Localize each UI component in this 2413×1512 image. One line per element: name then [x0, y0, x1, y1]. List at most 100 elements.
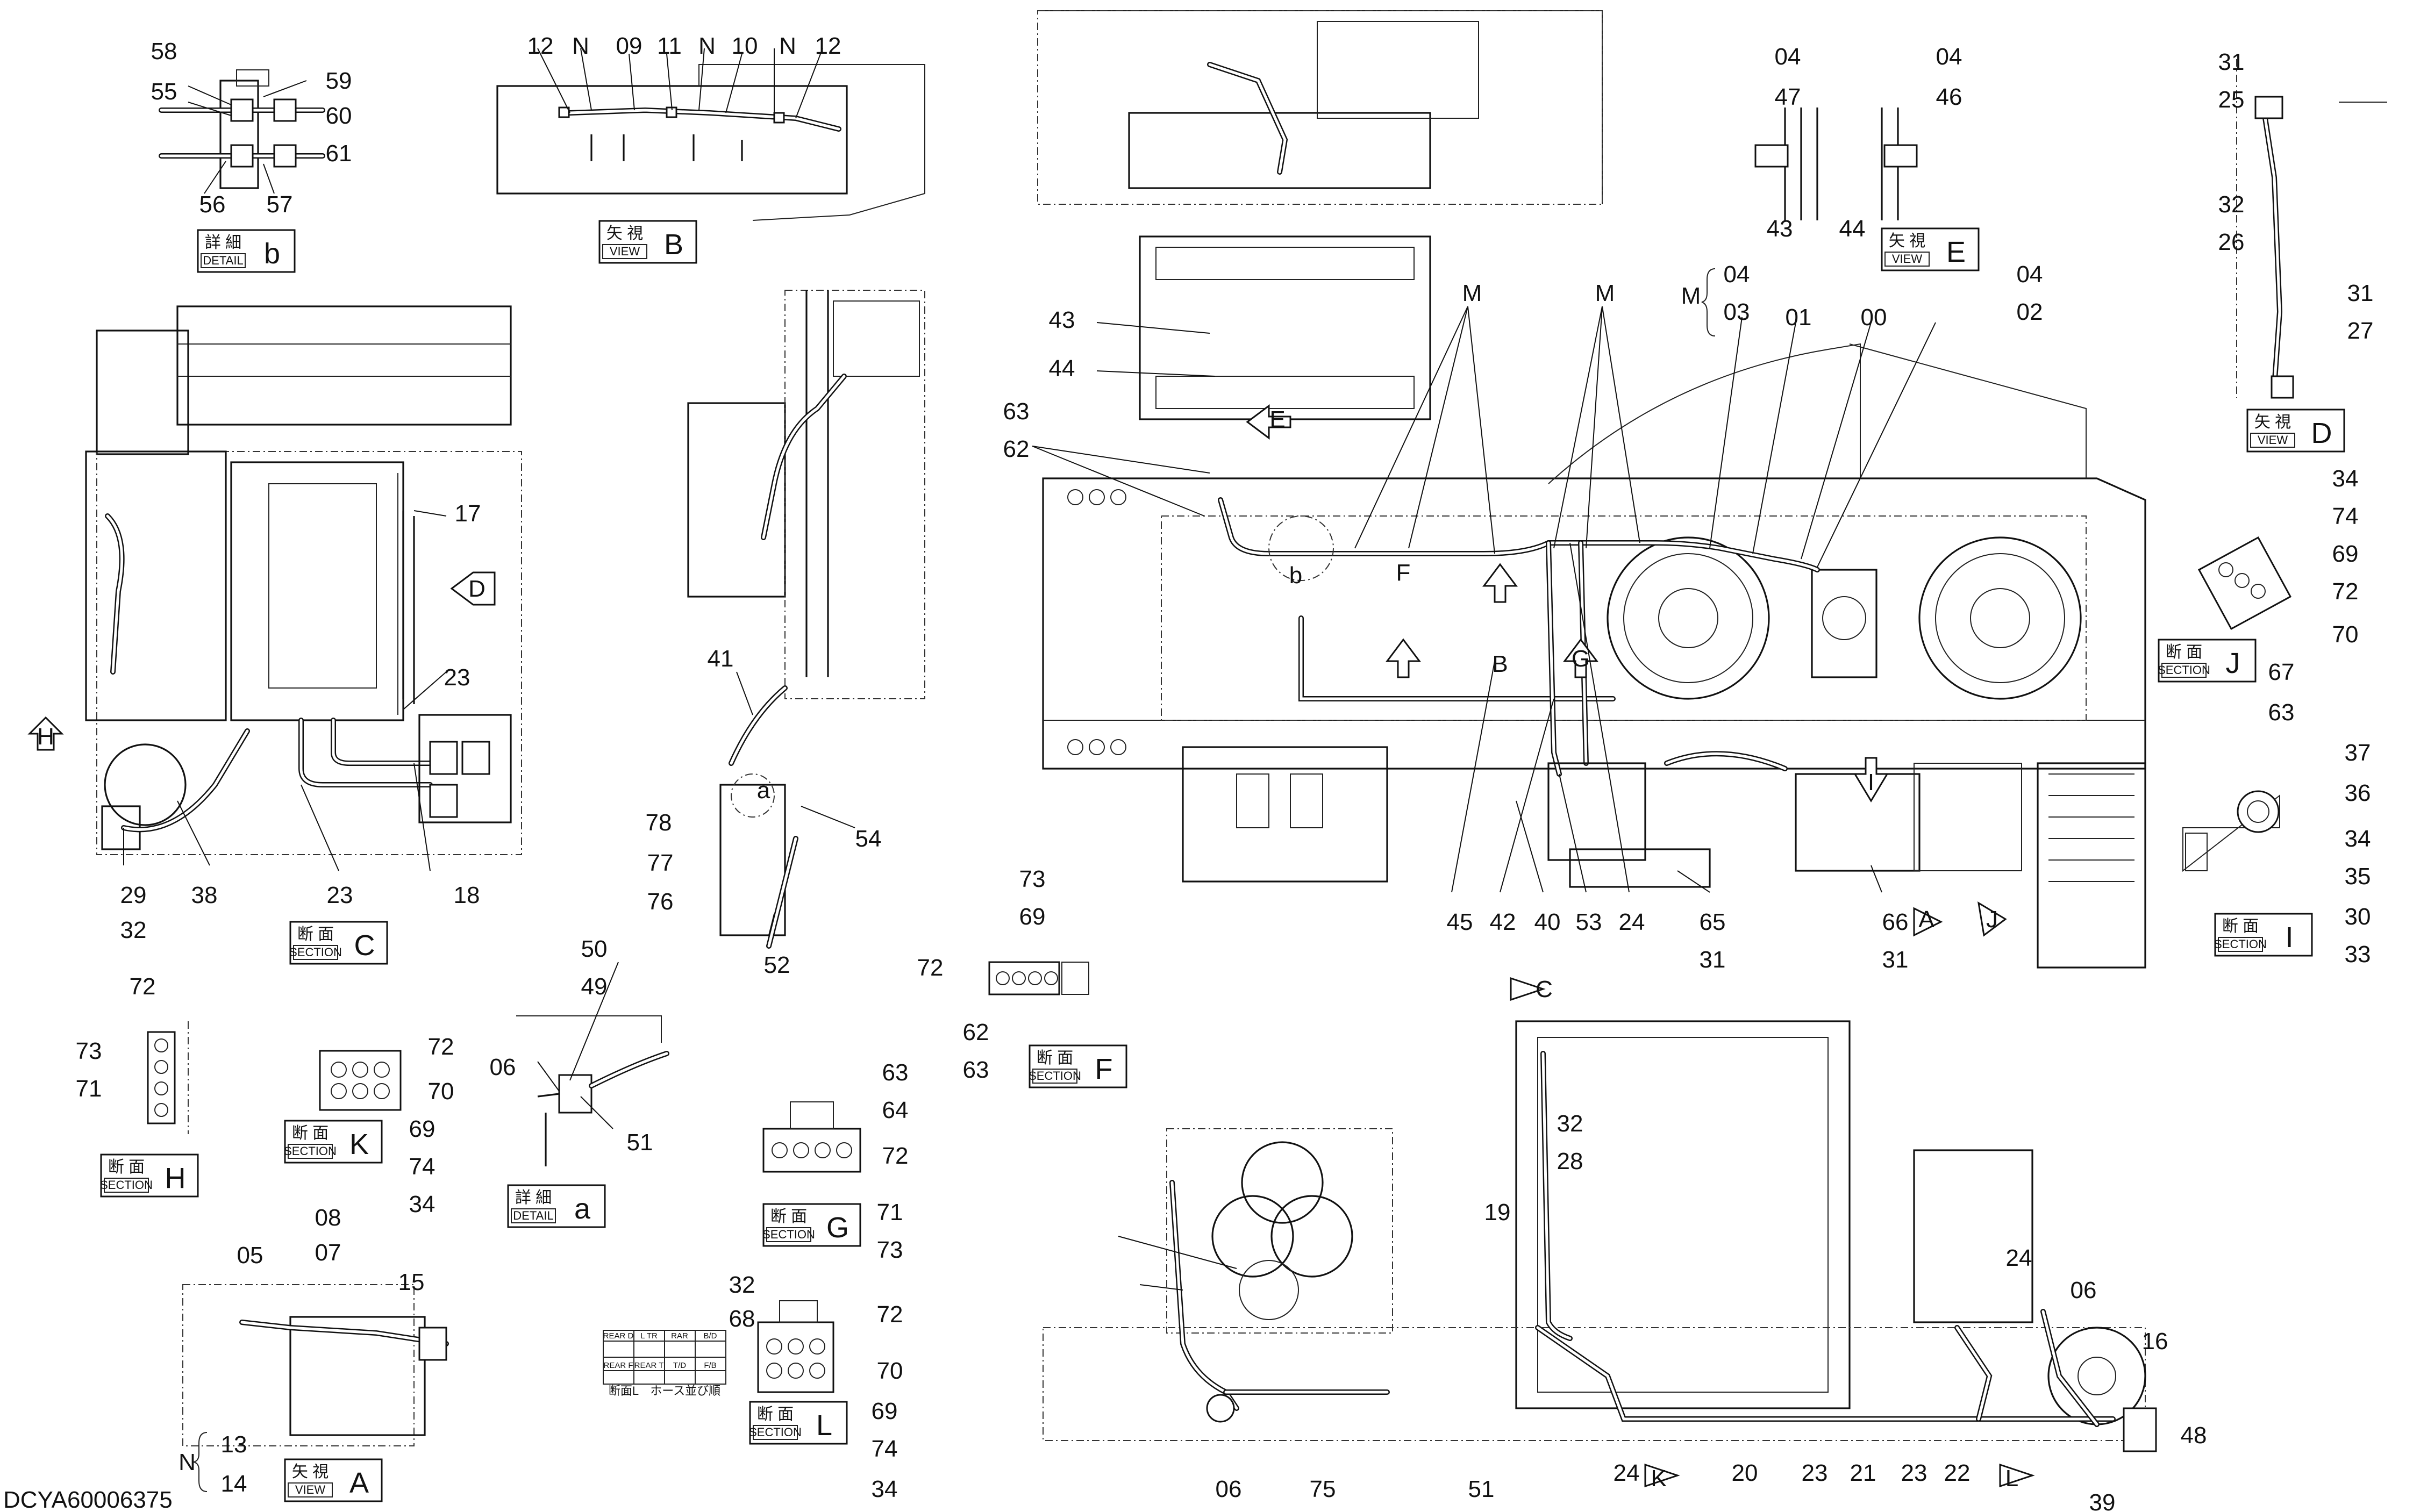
box-en-label: DETAIL — [203, 254, 243, 267]
box-en-label: SECTION — [284, 1144, 337, 1158]
section-h-drawing — [147, 1021, 189, 1134]
view-e-drawing — [1754, 108, 1918, 220]
part-number-label: 60 — [326, 103, 352, 129]
part-number-label: 32 — [120, 917, 147, 943]
part-number-label: F — [1396, 560, 1411, 586]
part-number-label: 59 — [326, 68, 352, 94]
part-number-label: K — [1651, 1465, 1666, 1492]
hose-order-caption: 断面L ホース並び順 — [609, 1384, 720, 1398]
part-number-label: 34 — [2332, 465, 2359, 492]
part-number-label: 31 — [2347, 280, 2374, 306]
part-number-label: 17 — [455, 500, 481, 527]
box-letter: b — [264, 238, 280, 270]
part-number-label: 32 — [729, 1272, 755, 1298]
box-letter: G — [826, 1212, 849, 1244]
part-number-label: 62 — [1003, 436, 1030, 462]
part-number-label: 04 — [1775, 44, 1801, 70]
part-number-label: 15 — [398, 1269, 425, 1295]
section-k-drawing — [319, 1050, 402, 1111]
part-number-label: 10 — [732, 33, 758, 59]
part-number-label: 08 — [315, 1205, 341, 1231]
arrow-h-marker — [27, 716, 64, 751]
part-number-label: 69 — [1019, 904, 1046, 930]
part-number-label: 57 — [267, 191, 293, 218]
part-number-label: 43 — [1767, 216, 1793, 242]
box-jp-label: 矢 視 — [292, 1463, 329, 1481]
part-number-label: 41 — [708, 646, 734, 672]
part-number-label: 45 — [1447, 909, 1473, 935]
lower-deck-drawing — [1182, 746, 2146, 969]
part-number-label: 74 — [2332, 503, 2359, 529]
part-number-label: 34 — [2345, 826, 2371, 852]
part-number-label: 74 — [872, 1436, 898, 1462]
hose-order-cell: RAR — [671, 1331, 688, 1341]
part-number-label: I — [1868, 769, 1874, 796]
box-letter: F — [1095, 1053, 1113, 1085]
part-number-label: 49 — [581, 973, 608, 1000]
part-number-label: H — [37, 723, 54, 750]
side-view-drawing — [1043, 1020, 2157, 1452]
part-number-label: 63 — [2268, 699, 2295, 726]
part-number-label: N — [779, 33, 796, 59]
box-jp-label: 詳 細 — [515, 1189, 552, 1207]
part-number-label: 40 — [1534, 909, 1561, 935]
upper-frame-drawing — [1037, 10, 1603, 205]
part-number-label: 21 — [1850, 1460, 1876, 1486]
section-i-drawing — [2182, 790, 2280, 872]
box-letter: A — [349, 1467, 369, 1499]
part-number-label: 44 — [1839, 216, 1866, 242]
box-letter: D — [2311, 417, 2332, 449]
part-number-label: 31 — [1700, 947, 1726, 973]
part-number-label: 23 — [1901, 1460, 1927, 1486]
bottom-view-arrows — [1644, 1463, 2035, 1488]
part-number-label: 05 — [237, 1242, 263, 1269]
part-number-label: 70 — [2332, 621, 2359, 648]
part-number-label: C — [1536, 976, 1553, 1002]
part-number-label: 76 — [647, 888, 674, 915]
callout-braces — [193, 268, 1716, 1492]
part-number-label: N — [572, 33, 589, 59]
hose-order-cell: REAR D — [603, 1331, 634, 1341]
part-number-label: 46 — [1936, 84, 1962, 110]
part-number-label: 29 — [120, 882, 147, 908]
part-number-label: 24 — [2006, 1245, 2032, 1271]
part-number-label: G — [1572, 646, 1590, 672]
part-number-label: 54 — [855, 826, 882, 852]
part-number-label: 27 — [2347, 318, 2374, 344]
middle-frame-drawing — [687, 290, 925, 949]
box-jp-label: 断 面 — [108, 1158, 145, 1176]
part-number-label: M — [1595, 280, 1615, 306]
part-number-label: 36 — [2345, 780, 2371, 806]
section-g-drawing — [762, 1101, 861, 1173]
box-en-label: VIEW — [2258, 433, 2288, 447]
part-number-label: 66 — [1882, 909, 1909, 935]
box-letter: L — [816, 1409, 832, 1442]
part-number-label: 37 — [2345, 740, 2371, 766]
part-number-label: 72 — [882, 1143, 909, 1169]
part-number-label: 30 — [2345, 904, 2371, 930]
box-en-label: VIEW — [1892, 252, 1922, 266]
box-jp-label: 断 面 — [757, 1406, 794, 1423]
box-en-label: SECTION — [2158, 663, 2210, 677]
part-number-label: 43 — [1049, 307, 1075, 333]
part-number-label: 14 — [221, 1471, 247, 1497]
part-number-label: 53 — [1576, 909, 1602, 935]
part-number-label: 06 — [2071, 1277, 2097, 1303]
part-number-label: 24 — [1619, 909, 1645, 935]
part-number-label: 11 — [657, 33, 682, 59]
part-number-label: 72 — [877, 1301, 903, 1328]
part-number-label: b — [1289, 562, 1302, 589]
part-number-label: 55 — [151, 78, 177, 105]
box-jp-label: 矢 視 — [606, 225, 643, 242]
box-letter: J — [2226, 647, 2240, 679]
box-letter: I — [2285, 921, 2293, 954]
part-number-label: 56 — [199, 191, 226, 218]
box-jp-label: 断 面 — [770, 1208, 807, 1226]
part-number-label: 04 — [2017, 261, 2043, 288]
